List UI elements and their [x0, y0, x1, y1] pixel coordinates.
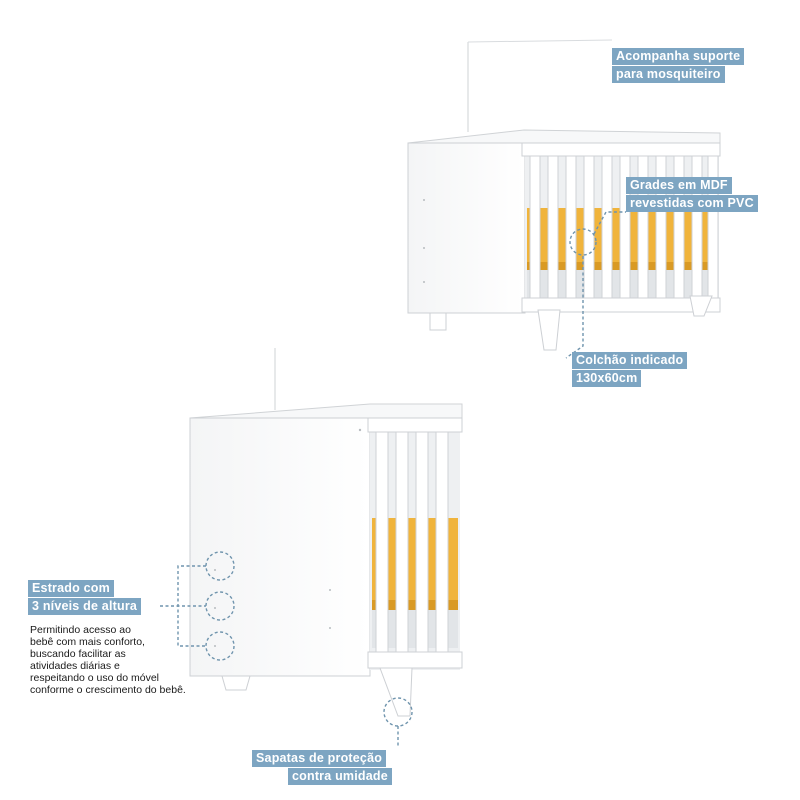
- base-description: Permitindo acesso ao bebê com mais confo…: [30, 624, 205, 696]
- dotted-callout-circle-icon: [205, 631, 235, 661]
- feet-callout-marker: [383, 697, 413, 748]
- dotted-callout-circle-icon: [205, 551, 235, 581]
- dotted-callout-circle-icon: [205, 591, 235, 621]
- dotted-callout-circle-icon: [569, 228, 597, 256]
- crib-side-illustration: [189, 348, 463, 717]
- rails-label-line2: revestidas com PVC: [626, 195, 758, 212]
- base-callout-markers: [160, 551, 235, 661]
- mattress-callout-marker: [565, 256, 584, 359]
- base-description-line: atividades diárias e: [30, 660, 120, 672]
- base-description-line: bebê com mais conforto,: [30, 636, 145, 648]
- base-description-line: conforme o crescimento do bebê.: [30, 684, 186, 696]
- mosquito-support-label-line1: Acompanha suporte: [612, 48, 745, 65]
- feet-label-line2: contra umidade: [288, 768, 392, 785]
- crib-front-illustration: [407, 39, 721, 351]
- base-description-line: respeitando o uso do móvel: [30, 672, 159, 684]
- mattress-label-line2: 130x60cm: [572, 370, 642, 387]
- feet-label-line1: Sapatas de proteção: [252, 750, 387, 767]
- dotted-callout-circle-icon: [383, 697, 413, 727]
- rails-label-line1: Grades em MDF: [626, 177, 732, 194]
- base-label-line2: 3 níveis de altura: [28, 598, 142, 615]
- base-description-line: Permitindo acesso ao: [30, 624, 131, 636]
- base-label-line1: Estrado com: [28, 580, 114, 597]
- base-description-line: buscando facilitar as: [30, 648, 126, 660]
- mosquito-support-label-line2: para mosquiteiro: [612, 66, 725, 83]
- rails-callout-marker: [569, 211, 626, 256]
- mattress-label-line1: Colchão indicado: [572, 352, 688, 369]
